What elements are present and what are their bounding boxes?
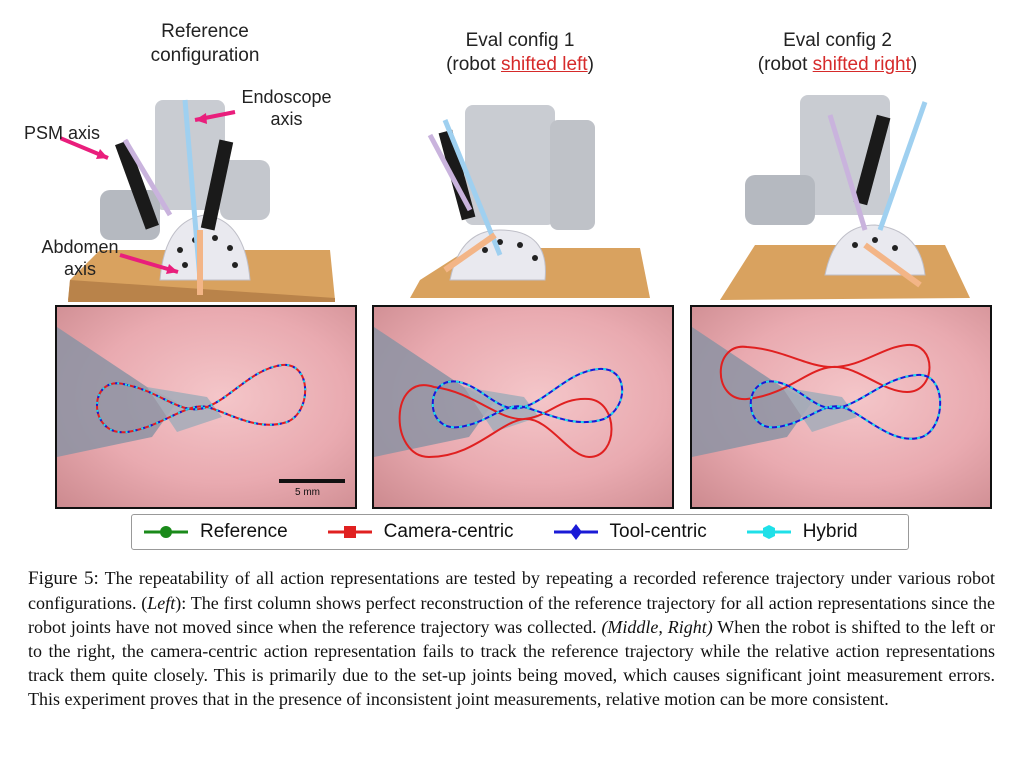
legend-marker-hexagon-icon bbox=[746, 525, 791, 539]
robot-photo-reference bbox=[60, 99, 335, 302]
legend-item-hybrid: Hybrid bbox=[745, 521, 858, 543]
scale-bar-label: 5 mm bbox=[295, 487, 320, 498]
trajectory-panel-eval1 bbox=[372, 305, 674, 509]
psm-axis-label: PSM axis bbox=[24, 123, 101, 143]
robot-photo-eval2 bbox=[720, 95, 970, 300]
legend-item-tool-centric: Tool-centric bbox=[552, 521, 707, 543]
legend-item-camera-centric: Camera-centric bbox=[326, 521, 514, 543]
header-eval2: Eval config 2 (robot shifted right) bbox=[757, 30, 918, 75]
legend-marker-diamond-icon bbox=[553, 524, 598, 540]
header-eval1: Eval config 1 (robot shifted left) bbox=[446, 30, 594, 75]
legend-marker-square-icon bbox=[327, 526, 372, 538]
figure-label: Figure 5: bbox=[28, 568, 99, 589]
robot-photo-eval1 bbox=[410, 105, 650, 298]
abdomen-axis-label: Abdomen axis bbox=[41, 237, 119, 279]
endoscope-axis-label: Endoscope axis bbox=[241, 87, 332, 129]
legend: Reference Camera-centric Tool-centric Hy… bbox=[131, 514, 909, 550]
legend-marker-circle-icon bbox=[144, 526, 188, 538]
legend-item-reference: Reference bbox=[142, 521, 288, 543]
trajectory-panel-eval2 bbox=[690, 305, 992, 509]
figure-caption: Figure 5: The repeatability of all actio… bbox=[28, 568, 995, 709]
trajectory-panel-reference: 5 mm bbox=[55, 305, 357, 509]
header-reference: Reference configuration bbox=[150, 21, 260, 66]
